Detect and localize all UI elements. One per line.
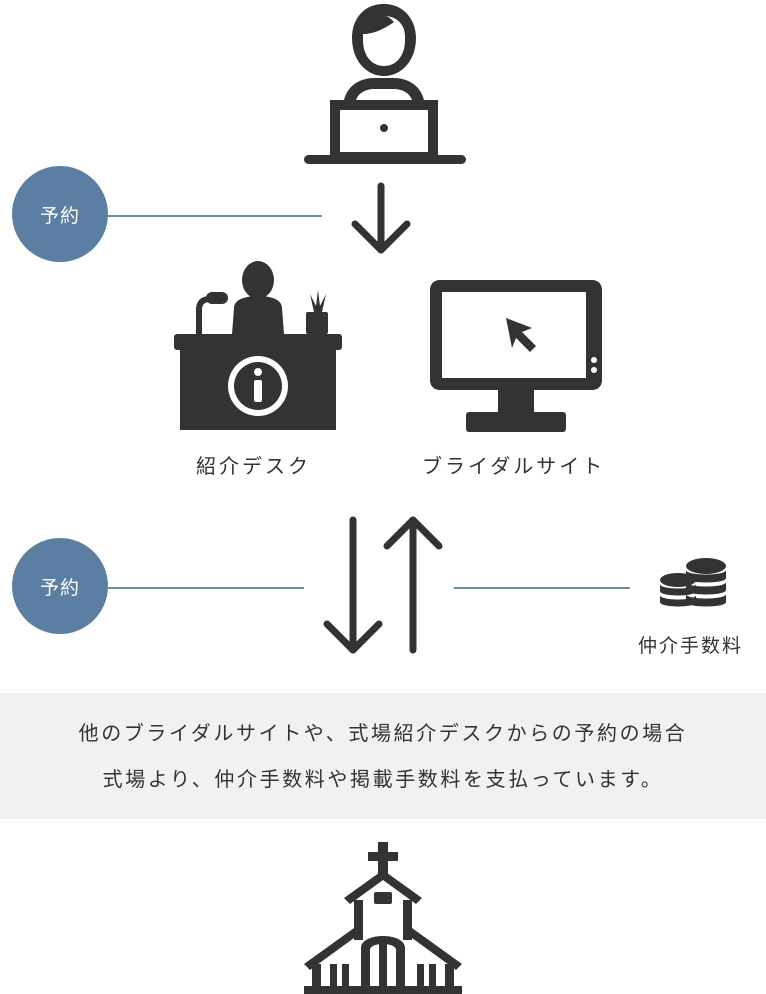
booking-circle-middle: 予約 — [12, 538, 108, 634]
bidirectional-arrows-icon — [323, 516, 443, 654]
site-label: ブライダルサイト — [422, 454, 606, 478]
notice-line-1: 他のブライダルサイトや、式場紹介デスクからの予約の場合 — [78, 721, 688, 745]
chapel-icon — [304, 842, 462, 994]
information-desk-icon — [174, 261, 342, 430]
coins-icon — [660, 558, 726, 607]
connector-line-left — [108, 587, 304, 589]
arrow-down-icon — [351, 182, 411, 254]
fee-label: 仲介手数料 — [638, 635, 744, 657]
user-laptop-icon — [304, 4, 466, 164]
connector-line-top — [108, 215, 322, 217]
notice-panel: 他のブライダルサイトや、式場紹介デスクからの予約の場合 式場より、仲介手数料や掲… — [0, 693, 766, 819]
monitor-cursor-icon — [430, 280, 602, 432]
notice-line-2: 式場より、仲介手数料や掲載手数料を支払っています。 — [102, 767, 664, 791]
booking-label-top: 予約 — [39, 204, 80, 227]
booking-label-middle: 予約 — [39, 576, 80, 599]
booking-circle-top: 予約 — [12, 166, 108, 262]
desk-label: 紹介デスク — [196, 454, 311, 478]
connector-line-right — [454, 587, 630, 589]
